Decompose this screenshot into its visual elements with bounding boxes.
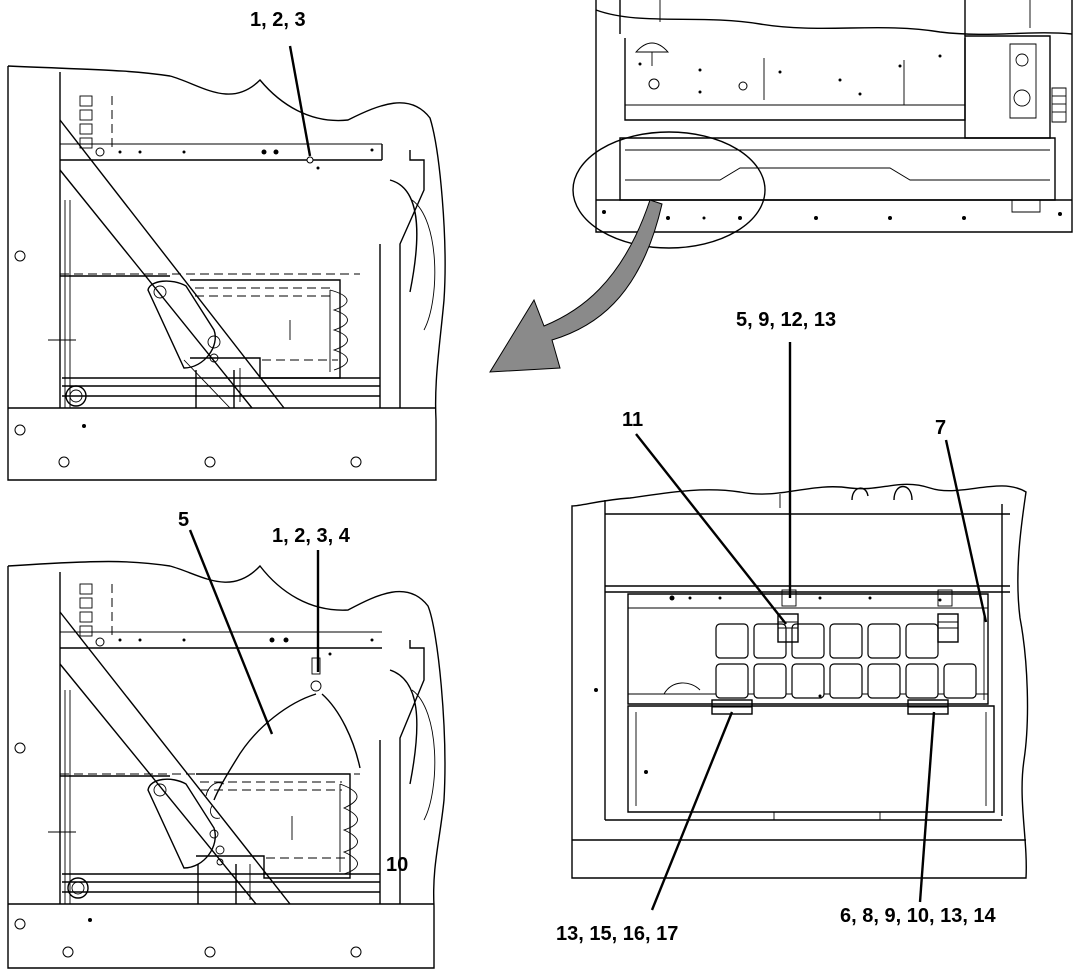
zoom-arrow [489, 199, 663, 373]
leader-view3-left [635, 433, 787, 625]
callout-view3-left: 11 [622, 409, 644, 431]
heater-slot-grid [715, 623, 977, 699]
leader-view3-bottom-left [650, 711, 734, 911]
callout-view2-bottom: 10 [386, 854, 409, 876]
leader-view2-cable [188, 529, 274, 735]
callout-view1-top: 1, 2, 3 [250, 9, 306, 31]
detail-view-before [7, 65, 446, 481]
detail-view-after [7, 560, 446, 969]
overview-view [572, 0, 1073, 249]
callout-view3-right: 7 [935, 417, 947, 439]
leader-view3-right [944, 439, 988, 623]
callout-view3-bottom-left: 13, 15, 16, 17 [556, 923, 679, 945]
callout-view3-bottom-right: 6, 8, 9, 10, 13, 14 [840, 905, 996, 927]
callout-view2-cable: 5 [178, 509, 190, 531]
callout-view3-top: 5, 9, 12, 13 [736, 309, 837, 331]
callout-view2-top: 1, 2, 3, 4 [272, 525, 350, 547]
leader-view3-bottom-right [918, 711, 936, 903]
leader-view1-top [288, 45, 312, 157]
detail-view-panel [571, 483, 1029, 879]
